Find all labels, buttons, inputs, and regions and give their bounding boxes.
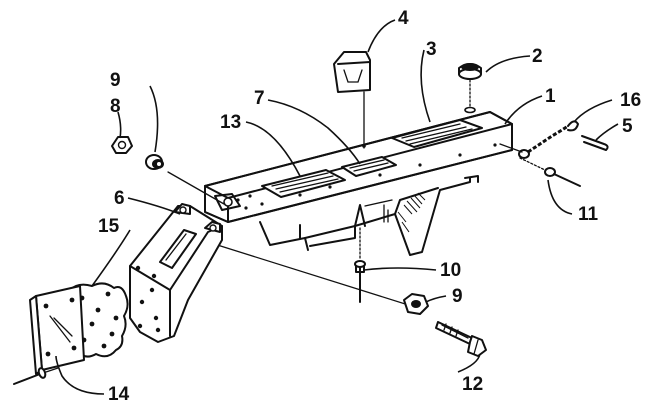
plate-part-14 [29, 285, 85, 375]
callout-11: 11 [578, 204, 599, 225]
callout-16: 16 [620, 90, 641, 111]
decal-3 [391, 119, 483, 148]
callout-10: 10 [440, 260, 461, 281]
clip-part-4 [333, 51, 371, 149]
plug-part-2 [458, 63, 482, 114]
decal-13 [261, 169, 346, 198]
washer-part-9-lower [403, 293, 429, 315]
decal-7 [341, 156, 397, 177]
washer-part-9-upper [145, 154, 164, 170]
callout-15: 15 [98, 216, 120, 237]
axis-line-upper [167, 171, 225, 205]
rivet-part-10 [354, 227, 366, 303]
bolt-part-12 [435, 321, 487, 357]
bracket-part-6 [129, 203, 223, 343]
callout-7: 7 [254, 88, 265, 109]
callout-5: 5 [622, 116, 633, 137]
callout-14: 14 [108, 384, 130, 405]
callout-3: 3 [426, 39, 437, 60]
callout-12: 12 [462, 374, 483, 395]
leader-lines [55, 19, 619, 395]
callout-6: 6 [114, 188, 125, 209]
callout-9-lower: 9 [452, 286, 463, 307]
callout-13: 13 [220, 112, 241, 133]
underside-hatching [397, 192, 426, 233]
nut-part-8 [111, 136, 133, 154]
pin-part-11 [519, 157, 581, 187]
callout-4: 4 [398, 8, 409, 29]
callout-1: 1 [545, 86, 556, 107]
callout-9-upper: 9 [110, 70, 121, 91]
axis-line-right [499, 143, 523, 153]
clip-part-5 [581, 135, 609, 151]
callout-8: 8 [110, 96, 121, 117]
callout-2: 2 [532, 46, 543, 67]
cable-part-16 [518, 120, 579, 159]
callouts: 1 2 3 4 5 6 7 8 9 9 10 11 12 13 14 15 16 [98, 8, 641, 405]
rivet-row [236, 143, 497, 210]
rivet-part-14 [13, 367, 59, 385]
